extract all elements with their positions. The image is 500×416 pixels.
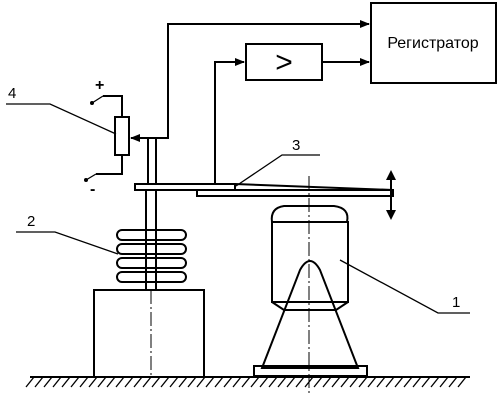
ground-hatch-line: [187, 376, 197, 388]
plus-sign: +: [95, 77, 104, 94]
label-2: 2: [27, 213, 35, 230]
ground-hatch-line: [214, 376, 224, 388]
ground-hatch-line: [376, 376, 386, 388]
ground-hatch-line: [43, 376, 53, 388]
ground-hatch-line: [151, 376, 161, 388]
label-3: 3: [292, 137, 300, 154]
ground-hatch-line: [115, 376, 125, 388]
amplifier-symbol: >: [275, 46, 293, 79]
leader-2: 2: [16, 213, 119, 255]
signal-wires: [130, 20, 370, 184]
ground-hatch-line: [268, 376, 278, 388]
ground-hatch-line: [169, 376, 179, 388]
label-1: 1: [452, 294, 460, 311]
ground-hatch-line: [241, 376, 251, 388]
ground-hatch-line: [394, 376, 404, 388]
ground-hatch-line: [34, 376, 44, 388]
ground-hatch-line: [385, 376, 395, 388]
ground-hatch-line: [331, 376, 341, 388]
ground-hatch-line: [97, 376, 107, 388]
ground-hatch-line: [79, 376, 89, 388]
registrator-box: Регистратор: [370, 2, 497, 84]
ground-hatch-line: [178, 376, 188, 388]
vertical-motion-arrow: [386, 170, 396, 220]
ground-hatch-line: [70, 376, 80, 388]
ground-hatch-line: [232, 376, 242, 388]
ground-hatch-line: [358, 376, 368, 388]
ground-hatch-line: [349, 376, 359, 388]
ground-hatch-line: [250, 376, 260, 388]
leader-4: 4: [6, 85, 117, 135]
ground-hatch-line: [52, 376, 62, 388]
label-4: 4: [8, 85, 16, 102]
ground-hatch-line: [421, 376, 431, 388]
ground-hatch-line: [340, 376, 350, 388]
ground-hatch-line: [25, 376, 35, 388]
ground-hatch-line: [142, 376, 152, 388]
ground-hatch-line: [439, 376, 449, 388]
registrator-label: Регистратор: [387, 35, 478, 52]
ground-hatch-line: [322, 376, 332, 388]
leader-1: 1: [339, 259, 470, 314]
specimen-assembly: [253, 176, 368, 395]
amplifier-box: >: [245, 43, 323, 81]
potentiometer: + -: [84, 77, 130, 198]
ground-hatch-line: [286, 376, 296, 388]
ground-hatch-line: [259, 376, 269, 388]
ground-hatch-line: [448, 376, 458, 388]
ground-hatch-line: [277, 376, 287, 388]
ground-hatch-line: [430, 376, 440, 388]
ground-hatch-line: [106, 376, 116, 388]
ground-hatch-line: [367, 376, 377, 388]
ground-hatch-line: [412, 376, 422, 388]
ground-hatch-line: [160, 376, 170, 388]
leader-3: 3: [235, 137, 320, 187]
ground: [25, 376, 470, 388]
ground-hatch-line: [313, 376, 323, 388]
ground-hatch-line: [403, 376, 413, 388]
plate: [134, 183, 394, 197]
ground-hatch-line: [61, 376, 71, 388]
ground-hatch-line: [457, 376, 467, 388]
ground-hatch-line: [295, 376, 305, 388]
spring: [116, 190, 187, 290]
ground-hatch-line: [223, 376, 233, 388]
ground-hatch-line: [88, 376, 98, 388]
ground-hatch-line: [205, 376, 215, 388]
minus-sign: -: [90, 181, 95, 198]
ground-hatch-line: [196, 376, 206, 388]
ground-hatch-line: [133, 376, 143, 388]
pedestal: [93, 289, 205, 378]
ground-hatch-line: [124, 376, 134, 388]
